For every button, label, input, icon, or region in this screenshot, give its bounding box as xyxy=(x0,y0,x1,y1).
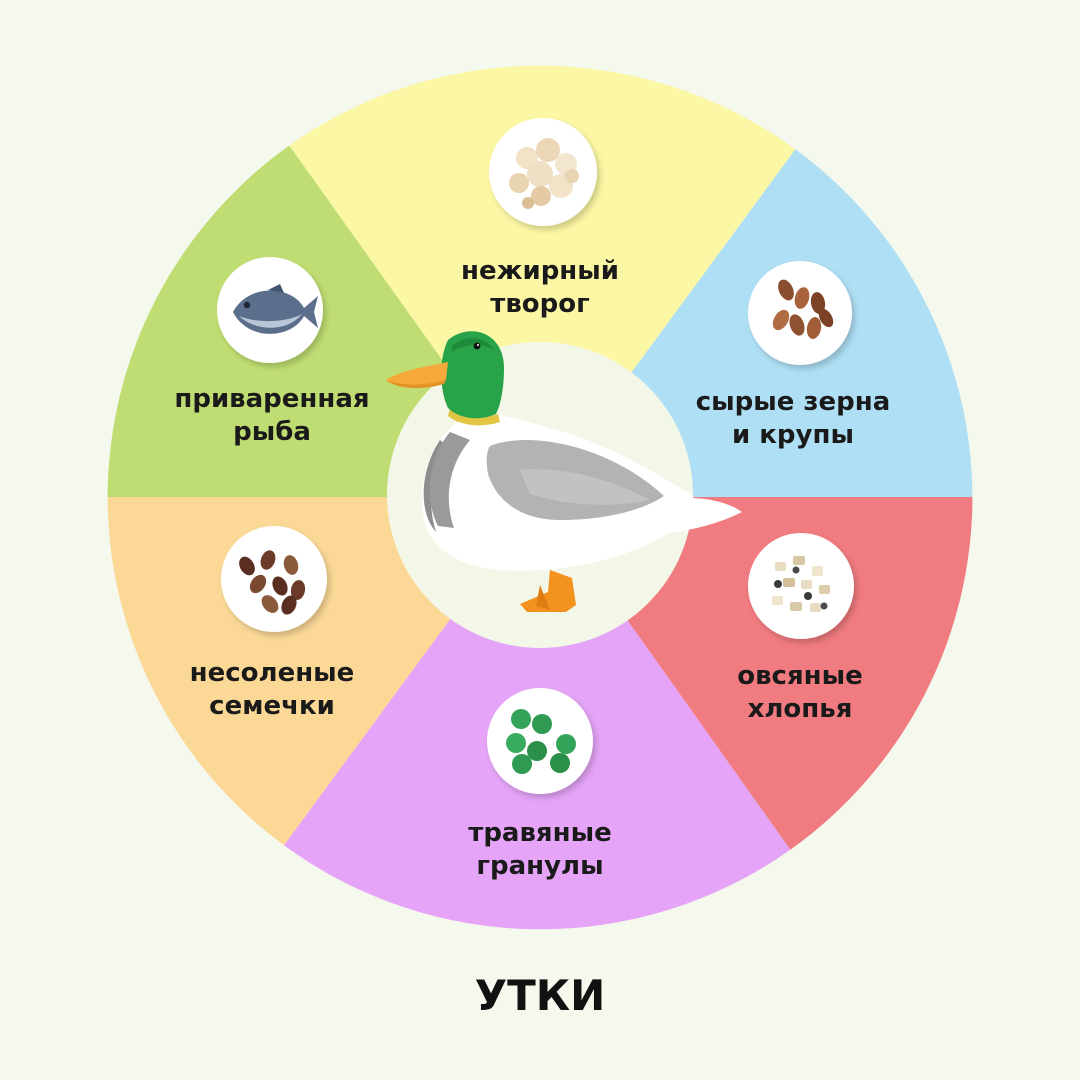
segment-label-oats-line-1: овсяные xyxy=(737,661,863,691)
segment-label-pellets-line-2: гранулы xyxy=(476,851,603,881)
segment-label-cottage-cheese-line-1: нежирный xyxy=(461,256,619,286)
fish-icon xyxy=(217,257,323,363)
oat-flakes-icon xyxy=(748,533,854,639)
segment-label-cottage-cheese-line-2: творог xyxy=(490,289,589,319)
segment-label-fish-line-2: рыба xyxy=(233,417,311,447)
grains-icon xyxy=(748,261,852,365)
segment-label-pellets-line-1: травяные xyxy=(468,818,611,848)
green-pellets-icon xyxy=(487,688,593,794)
diagram-title: УТКИ xyxy=(475,971,606,1020)
segment-label-seeds-line-1: несоленые xyxy=(190,658,355,688)
segment-label-grains-line-2: и крупы xyxy=(732,420,854,450)
segment-label-oats-line-2: хлопья xyxy=(748,694,853,724)
segment-label-seeds-line-2: семечки xyxy=(209,691,335,721)
duck-illustration xyxy=(386,331,742,612)
seeds-icon xyxy=(221,526,327,632)
segment-cottage-cheese xyxy=(289,65,796,497)
cottage-cheese-icon xyxy=(489,118,597,226)
segment-label-fish-line-1: приваренная xyxy=(174,384,369,414)
segment-label-grains-line-1: сырые зерна xyxy=(696,387,891,417)
